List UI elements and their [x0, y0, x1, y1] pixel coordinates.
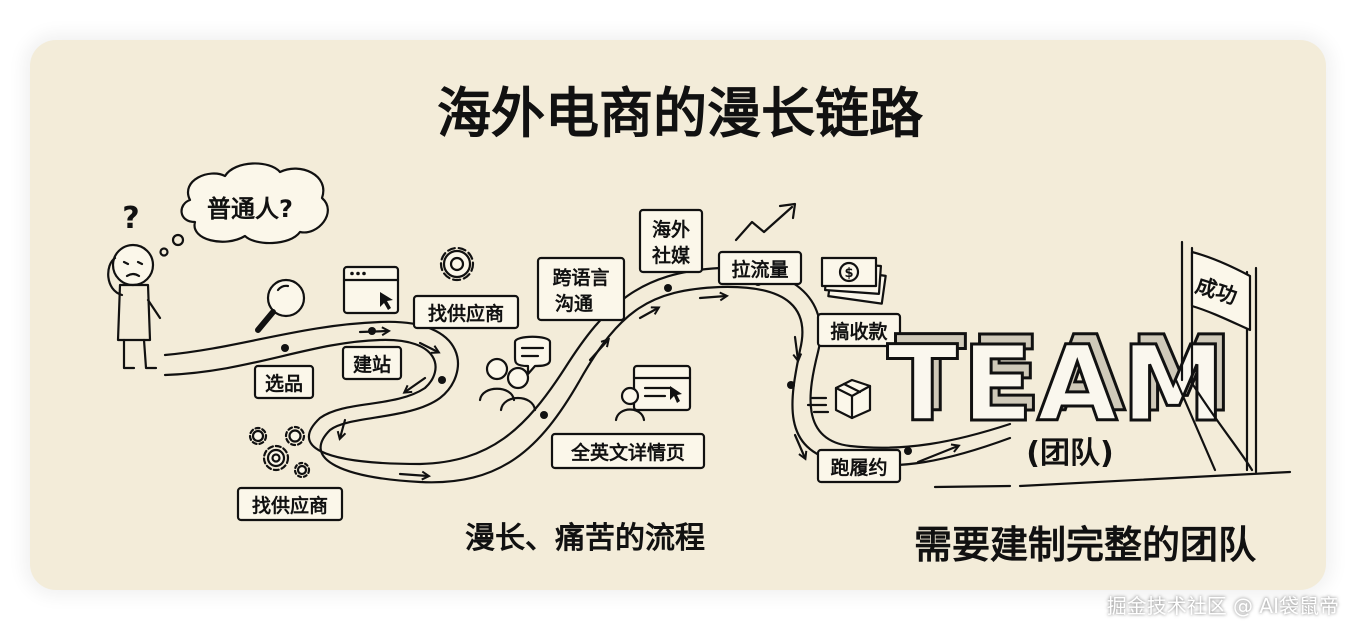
chat-people-icon — [478, 335, 552, 412]
step-label: 跑履约 — [830, 456, 887, 479]
step-label: 选品 — [265, 373, 303, 395]
magnifier-icon — [255, 278, 306, 333]
winding-road — [163, 266, 1292, 489]
step-box-fulfillment: 跑履约 — [816, 448, 902, 484]
thought-bubble-text: 普通人? — [207, 195, 293, 223]
step-box-social: 海外 社媒 — [638, 208, 704, 274]
team-caption: (团队) — [1026, 436, 1113, 471]
step-box-supplier-bottom: 找供应商 — [236, 486, 344, 522]
step-box-xuanpin: 选品 — [253, 364, 315, 400]
step-box-translate: 跨语言 沟通 — [536, 256, 626, 322]
package-box-icon — [806, 378, 872, 420]
step-box-payment: 搞收款 — [816, 312, 902, 348]
small-gears-icon — [248, 425, 311, 479]
caption-left: 漫长、痛苦的流程 — [465, 521, 705, 556]
watermark: 掘金技术社区 @ AI袋鼠帝 — [1106, 594, 1339, 618]
step-label: 跨语言 — [552, 266, 609, 289]
step-label: 海外 — [652, 218, 690, 241]
question-mark: ? — [122, 201, 139, 236]
step-label: 社媒 — [651, 244, 691, 267]
trend-arrow-icon — [734, 202, 797, 242]
team-word-shadow: TEAM — [895, 313, 1237, 435]
caption-right: 需要建制完整的团队 — [914, 523, 1257, 567]
step-box-jianzhan: 建站 — [341, 345, 403, 381]
step-box-detail-page: 全英文详情页 — [550, 432, 706, 470]
page-title: 海外电商的漫长链路 — [437, 82, 924, 145]
step-label: 全英文详情页 — [570, 441, 685, 464]
gear-icon — [439, 246, 475, 282]
step-label: 拉流量 — [731, 258, 788, 281]
step-label: 找供应商 — [252, 494, 328, 517]
team-word: TEAM — [887, 323, 1229, 445]
finish-flag-icon — [1174, 240, 1258, 474]
detail-page-icon — [614, 364, 692, 422]
confused-person-icon — [107, 243, 162, 370]
money-bills-icon: $ — [820, 256, 887, 305]
step-box-traffic: 拉流量 — [717, 250, 803, 286]
svg-text:$: $ — [844, 266, 853, 281]
browser-window-icon — [342, 265, 400, 315]
step-label: 搞收款 — [830, 320, 888, 343]
step-label: 找供应商 — [428, 302, 504, 325]
step-label: 沟通 — [555, 292, 594, 315]
thought-bubble-icon — [159, 162, 329, 257]
step-label: 建站 — [353, 353, 391, 376]
team-block-letters: TEAM TEAM — [886, 312, 1237, 447]
step-box-supplier-top: 找供应商 — [412, 294, 520, 330]
